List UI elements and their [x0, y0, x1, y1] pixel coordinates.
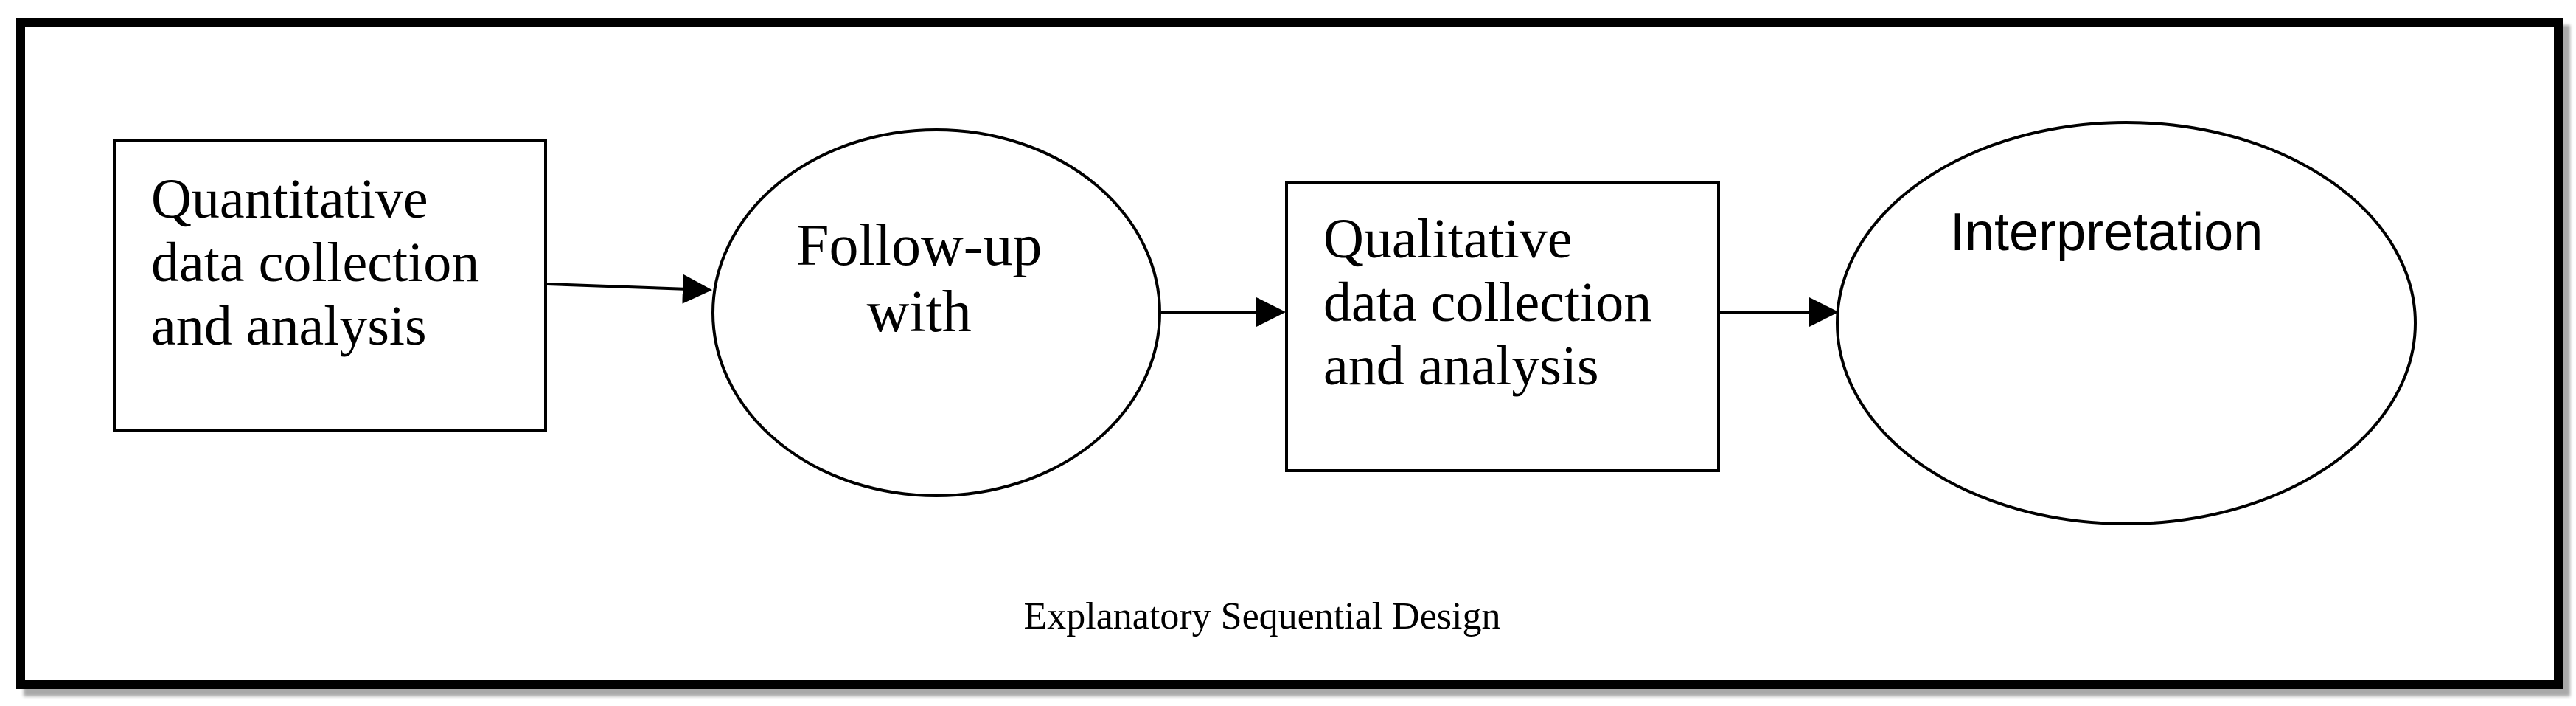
- qualitative-box-label: Qualitative data collection and analysis: [1323, 208, 1651, 398]
- qualitative-label-line-2: data collection: [1323, 271, 1652, 333]
- node-follow-up-ellipse: [711, 128, 1161, 497]
- quantitative-label-line-1: Quantitative: [151, 168, 428, 230]
- quantitative-box-label: Quantitative data collection and analysi…: [151, 168, 479, 359]
- interpretation-ellipse-label: Interpretation: [1950, 203, 2263, 263]
- edge-box1-to-ellipse1: [546, 274, 712, 304]
- follow-up-label-line-2: with: [866, 280, 972, 345]
- diagram-caption: Explanatory Sequential Design: [1023, 595, 1501, 637]
- follow-up-label-line-1: Follow-up: [796, 213, 1042, 278]
- qualitative-label-line-3: and analysis: [1323, 334, 1599, 397]
- node-qualitative-box: [1285, 181, 1720, 472]
- qualitative-label-line-1: Qualitative: [1323, 208, 1573, 270]
- quantitative-label-line-3: and analysis: [151, 294, 427, 357]
- quantitative-label-line-2: data collection: [151, 231, 480, 294]
- node-quantitative-box: [113, 139, 547, 432]
- follow-up-ellipse-label: Follow-up with: [796, 212, 1042, 346]
- node-interpretation-ellipse: [1836, 121, 2417, 525]
- interpretation-label-line-1: Interpretation: [1950, 203, 2263, 262]
